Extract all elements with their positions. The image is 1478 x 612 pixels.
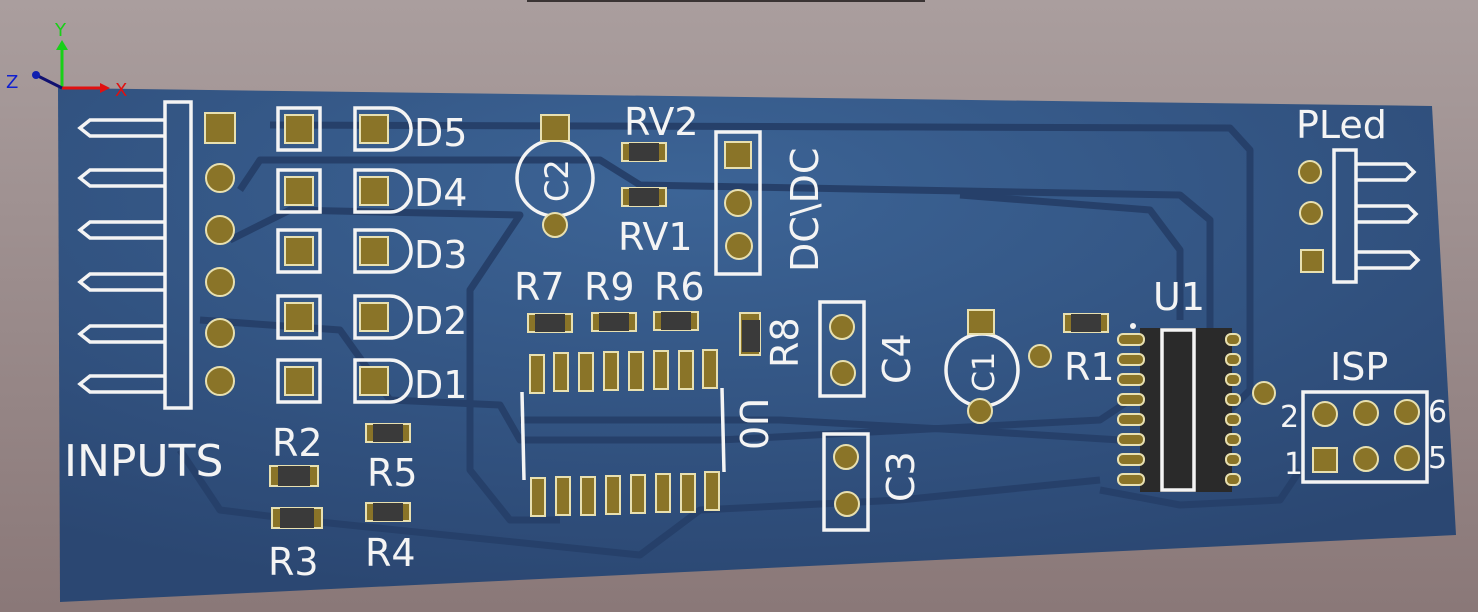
label-isp: ISP <box>1330 345 1388 389</box>
label-d5: D5 <box>414 111 467 155</box>
label-isp-pin1: 1 <box>1284 447 1303 482</box>
c3-capacitor <box>822 432 870 532</box>
label-pled: PLed <box>1296 103 1387 147</box>
copper-traces <box>177 121 1303 559</box>
c2-capacitor <box>515 114 595 238</box>
label-u0: U0 <box>731 398 775 450</box>
label-d2: D2 <box>414 299 467 343</box>
label-c1: C1 <box>967 352 1002 392</box>
label-inputs: INPUTS <box>64 436 223 487</box>
label-d4: D4 <box>414 171 467 215</box>
led-array <box>276 106 413 404</box>
axis-gizmo: Y X Z <box>6 20 127 101</box>
dcdc-connector <box>714 130 762 276</box>
label-rv1: RV1 <box>618 215 693 259</box>
label-r5: R5 <box>367 451 418 495</box>
label-d1: D1 <box>414 363 467 407</box>
label-r6: R6 <box>654 265 705 309</box>
inputs-connector <box>77 100 236 410</box>
label-r1: R1 <box>1064 345 1115 389</box>
label-isp-pin5: 5 <box>1428 441 1447 476</box>
window-top-edge <box>527 0 925 2</box>
label-c4: C4 <box>875 333 919 384</box>
label-u1: U1 <box>1153 275 1205 319</box>
label-r7: R7 <box>514 265 565 309</box>
isp-connector <box>1301 390 1429 484</box>
label-rv2: RV2 <box>624 100 699 144</box>
axis-z-label: Z <box>6 72 18 93</box>
axis-x-label: X <box>115 80 127 101</box>
label-isp-pin2: 2 <box>1280 400 1299 435</box>
c4-capacitor <box>818 300 866 398</box>
label-r4: R4 <box>365 531 416 575</box>
label-r3: R3 <box>268 540 319 584</box>
u1-chip <box>1117 323 1276 492</box>
label-d3: D3 <box>414 233 467 277</box>
u0-chip <box>520 349 726 517</box>
label-c2: C2 <box>538 159 576 202</box>
pled-connector <box>1298 148 1421 284</box>
c1-capacitor <box>944 309 1052 424</box>
label-r8: R8 <box>763 317 807 368</box>
axis-y-label: Y <box>54 20 67 41</box>
label-r9: R9 <box>584 265 635 309</box>
silkscreen-labels: INPUTS R2 R3 R5 R4 D5 D4 D3 D2 D1 RV2 RV… <box>64 100 1447 584</box>
smd-resistors <box>269 142 1109 529</box>
label-isp-pin6: 6 <box>1428 395 1447 430</box>
label-c3: C3 <box>879 451 923 502</box>
label-r2: R2 <box>272 421 323 465</box>
label-dcdc: DC\DC <box>783 148 827 272</box>
